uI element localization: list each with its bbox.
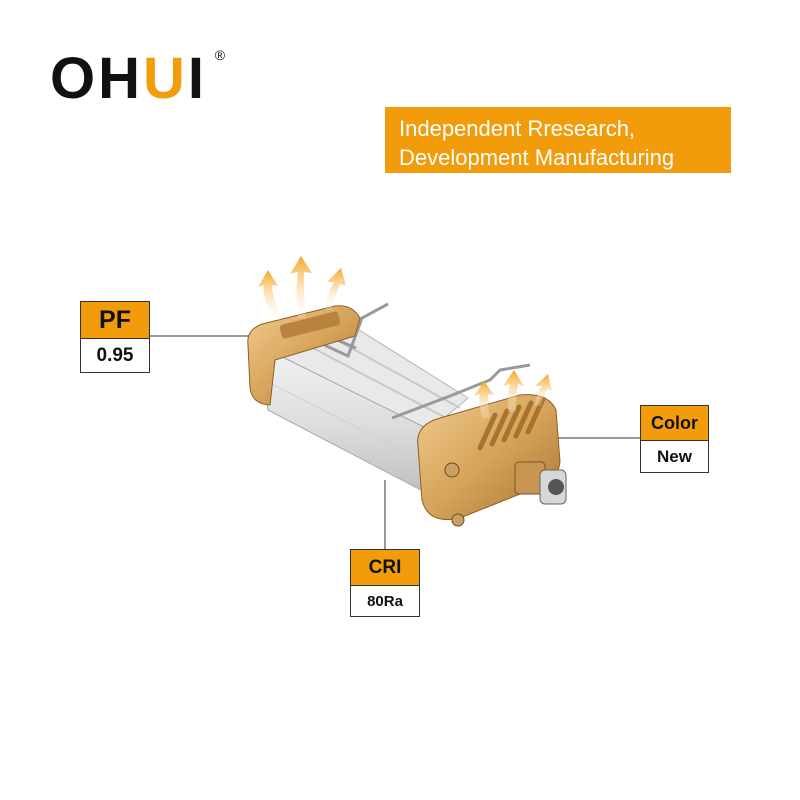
pf-label: PF bbox=[81, 302, 149, 338]
heat-arrow-icon bbox=[258, 270, 280, 320]
cri-spec-tag: CRI 80Ra bbox=[350, 549, 420, 617]
end-cap-left bbox=[247, 305, 361, 406]
heat-arrow-icon bbox=[534, 374, 552, 406]
registered-mark: ® bbox=[214, 47, 226, 63]
heat-arrow-icon bbox=[503, 370, 524, 412]
mounting-bracket-right bbox=[391, 363, 531, 420]
cri-value: 80Ra bbox=[351, 585, 419, 617]
pf-spec-tag: PF 0.95 bbox=[80, 301, 150, 373]
heat-arrow-icon bbox=[325, 268, 346, 310]
tagline-banner: Independent Rresearch, Development Manuf… bbox=[385, 107, 731, 173]
color-value: New bbox=[641, 440, 708, 473]
end-cap-right bbox=[417, 394, 567, 527]
pf-value: 0.95 bbox=[81, 338, 149, 373]
color-label: Color bbox=[641, 406, 708, 440]
logo-text-accent: U bbox=[143, 46, 188, 111]
tagline-line-2: Development Manufacturing bbox=[399, 145, 675, 170]
cri-label: CRI bbox=[351, 550, 419, 585]
heat-dissipation-arrows-right bbox=[474, 370, 552, 418]
tagline-line-1: Independent Rresearch, bbox=[399, 116, 636, 141]
logo-text-suffix: I bbox=[187, 46, 208, 111]
heat-dissipation-arrows-left bbox=[258, 256, 346, 320]
heat-arrow-icon bbox=[474, 381, 494, 418]
logo-text-prefix: OH bbox=[50, 46, 143, 111]
color-spec-tag: Color New bbox=[640, 405, 709, 473]
brand-logo: OHUI ® bbox=[50, 48, 225, 108]
heat-arrow-icon bbox=[290, 256, 312, 318]
